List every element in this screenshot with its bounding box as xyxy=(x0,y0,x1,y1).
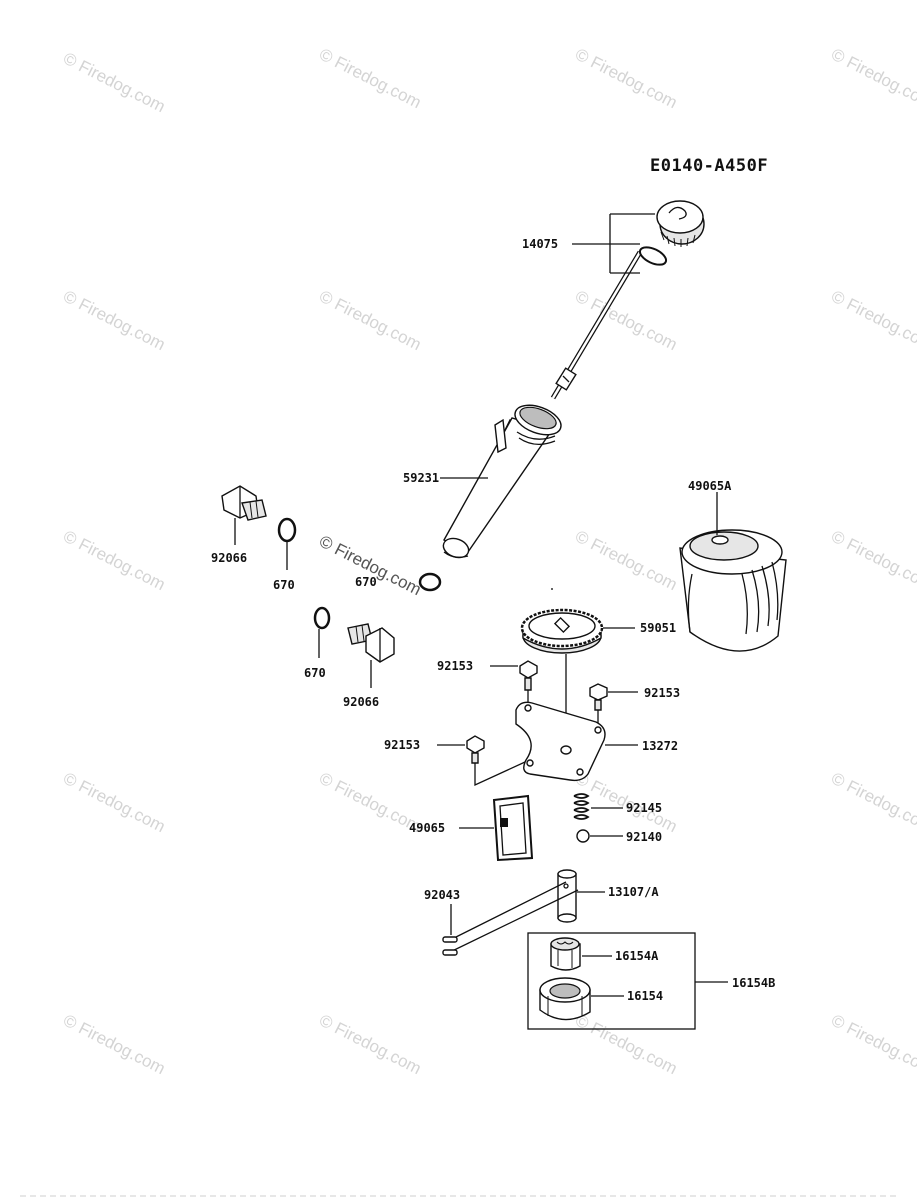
watermark-layer: © Firedog.com © Firedog.com © Firedog.co… xyxy=(60,45,917,1079)
inner-rotor-part xyxy=(550,937,581,971)
watermark: © Firedog.com xyxy=(316,1011,424,1079)
label-16154A: 16154A xyxy=(615,949,659,963)
label-92043: 92043 xyxy=(424,888,460,902)
label-670-center: 670 xyxy=(355,575,377,589)
label-92066-lower: 92066 xyxy=(343,695,379,709)
o-ring-center xyxy=(418,572,442,592)
label-49065: 49065 xyxy=(409,821,445,835)
filler-tube-part xyxy=(442,404,562,559)
check-ball-part xyxy=(576,829,590,843)
label-670-upper: 670 xyxy=(273,578,295,592)
watermark: © Firedog.com xyxy=(828,287,917,355)
watermark: © Firedog.com xyxy=(828,769,917,837)
watermark: © Firedog.com xyxy=(572,1011,680,1079)
o-ring-lower xyxy=(313,606,331,630)
bolt-92153-left xyxy=(466,735,485,764)
label-92153-top: 92153 xyxy=(437,659,473,673)
pump-cover-plate xyxy=(515,701,606,782)
bolt-92153-top xyxy=(519,660,538,691)
label-49065A: 49065A xyxy=(688,479,732,493)
watermark-dark: © Firedog.com xyxy=(316,532,424,600)
label-92153-left: 92153 xyxy=(384,738,420,752)
watermark: © Firedog.com xyxy=(316,45,424,113)
label-670-lower: 670 xyxy=(304,666,326,680)
oil-filter-part xyxy=(679,529,787,652)
bolt-92153-right xyxy=(589,683,608,711)
label-16154: 16154 xyxy=(627,989,663,1003)
label-16154B: 16154B xyxy=(732,976,775,990)
label-92153-right: 92153 xyxy=(644,686,680,700)
o-ring-upper xyxy=(277,517,297,543)
watermark: © Firedog.com xyxy=(572,527,680,595)
watermark: © Firedog.com xyxy=(60,527,168,595)
rotor-set-box xyxy=(527,932,696,1030)
watermark: © Firedog.com xyxy=(60,1011,168,1079)
spring-part xyxy=(573,793,590,820)
label-92066-upper: 92066 xyxy=(211,551,247,565)
label-92140: 92140 xyxy=(626,830,662,844)
bolt-axis-left xyxy=(474,761,526,787)
outer-rotor-part xyxy=(539,977,591,1021)
watermark: © Firedog.com xyxy=(828,527,917,595)
watermark: © Firedog.com xyxy=(828,45,917,113)
drain-plug-upper xyxy=(221,485,267,521)
label-92145: 92145 xyxy=(626,801,662,815)
label-59231: 59231 xyxy=(403,471,439,485)
gasket-part xyxy=(492,794,534,862)
label-13107A: 13107/A xyxy=(608,885,659,899)
watermark: © Firedog.com xyxy=(316,287,424,355)
diagram-code: E0140-A450F xyxy=(650,156,768,176)
drain-plug-lower xyxy=(347,623,395,663)
watermark: © Firedog.com xyxy=(572,45,680,113)
watermark: © Firedog.com xyxy=(828,1011,917,1079)
label-59051: 59051 xyxy=(640,621,676,635)
watermark: © Firedog.com xyxy=(572,287,680,355)
label-14075: 14075 xyxy=(522,237,558,251)
watermark: © Firedog.com xyxy=(60,769,168,837)
oil-pump-gear-part xyxy=(520,588,604,654)
pin-part xyxy=(442,881,579,956)
watermark: © Firedog.com xyxy=(60,49,168,117)
label-13272: 13272 xyxy=(642,739,678,753)
watermark: © Firedog.com xyxy=(60,287,168,355)
leader-14075 xyxy=(572,213,655,274)
dipstick-part xyxy=(550,200,705,400)
